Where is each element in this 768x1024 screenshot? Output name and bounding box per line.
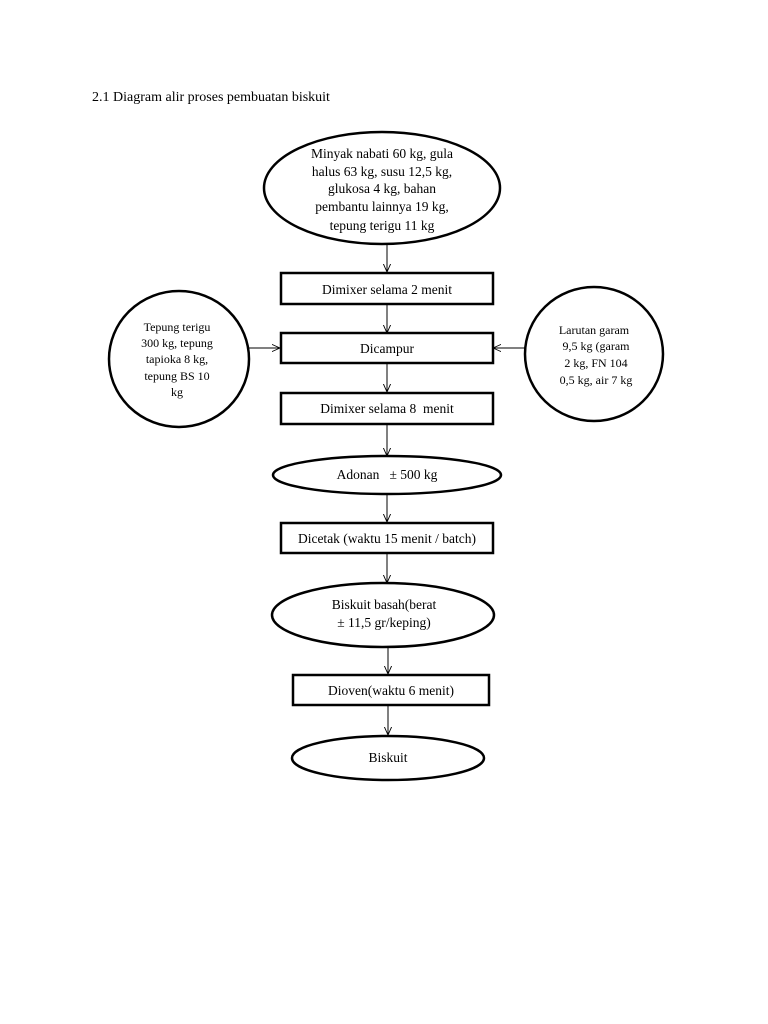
node-line: tapioka 8 kg, xyxy=(146,352,208,366)
rect-shape xyxy=(279,521,495,555)
rect-shape xyxy=(279,391,495,426)
node-bake: Dioven(waktu 6 menit) xyxy=(291,673,491,707)
node-mix-2: Dimixer selama 2 menit xyxy=(279,271,495,306)
rect-shape xyxy=(279,331,495,365)
node-line: Minyak nabati 60 kg, gula xyxy=(311,146,453,161)
node-line: glukosa 4 kg, bahan xyxy=(328,181,436,196)
circle-shape xyxy=(523,285,665,423)
node-line: 0,5 kg, air 7 kg xyxy=(560,373,633,387)
ellipse-shape xyxy=(262,130,502,246)
rect-shape xyxy=(279,271,495,306)
node-line: Dimixer selama 8 menit xyxy=(320,401,454,416)
circle-shape xyxy=(107,289,251,429)
node-line: halus 63 kg, susu 12,5 kg, xyxy=(312,164,452,179)
node-line: Tepung terigu xyxy=(144,320,211,334)
node-mold: Dicetak (waktu 15 menit / batch) xyxy=(279,521,495,555)
node-input-flour: Tepung terigu 300 kg, tepung tapioka 8 k… xyxy=(107,289,251,429)
node-line: Biskuit xyxy=(368,750,407,765)
node-line: 300 kg, tepung xyxy=(141,336,213,350)
node-biscuit: Biskuit xyxy=(290,734,486,782)
node-line: 9,5 kg (garam xyxy=(563,339,631,353)
node-combine: Dicampur xyxy=(279,331,495,365)
node-line: Dioven(waktu 6 menit) xyxy=(328,683,454,698)
page-title: 2.1 Diagram alir proses pembuatan biskui… xyxy=(92,90,330,105)
oil-text-block: Minyak nabati 60 kg, gula halus 63 kg, s… xyxy=(311,146,453,233)
node-line: pembantu lainnya 19 kg, xyxy=(315,199,448,214)
node-dough: Adonan ± 500 kg xyxy=(271,454,503,496)
node-line: Dicampur xyxy=(360,341,414,356)
node-line: Biskuit basah(berat xyxy=(332,597,437,612)
ellipse-shape xyxy=(270,581,496,649)
rect-shape xyxy=(291,673,491,707)
node-line: ± 11,5 gr/keping) xyxy=(337,615,431,630)
node-line: Dicetak (waktu 15 menit / batch) xyxy=(298,531,476,546)
node-wet-biscuit: Biskuit basah(berat ± 11,5 gr/keping) xyxy=(270,581,496,649)
ellipse-shape xyxy=(290,734,486,782)
node-line: kg xyxy=(171,385,183,399)
node-line: Dimixer selama 2 menit xyxy=(322,282,452,297)
node-line: tepung BS 10 xyxy=(144,369,209,383)
node-line-clipped: tepung terigu 11 kg xyxy=(330,218,435,233)
node-mix-8: Dimixer selama 8 menit xyxy=(279,391,495,426)
node-input-oil: Minyak nabati 60 kg, gula halus 63 kg, s… xyxy=(262,130,502,246)
node-line: Larutan garam xyxy=(559,323,630,337)
node-line: 2 kg, FN 104 xyxy=(564,356,627,370)
ellipse-shape xyxy=(271,454,503,496)
node-line: Adonan ± 500 kg xyxy=(337,467,438,482)
node-input-salt: Larutan garam 9,5 kg (garam 2 kg, FN 104… xyxy=(523,285,665,423)
connectors xyxy=(248,244,525,735)
